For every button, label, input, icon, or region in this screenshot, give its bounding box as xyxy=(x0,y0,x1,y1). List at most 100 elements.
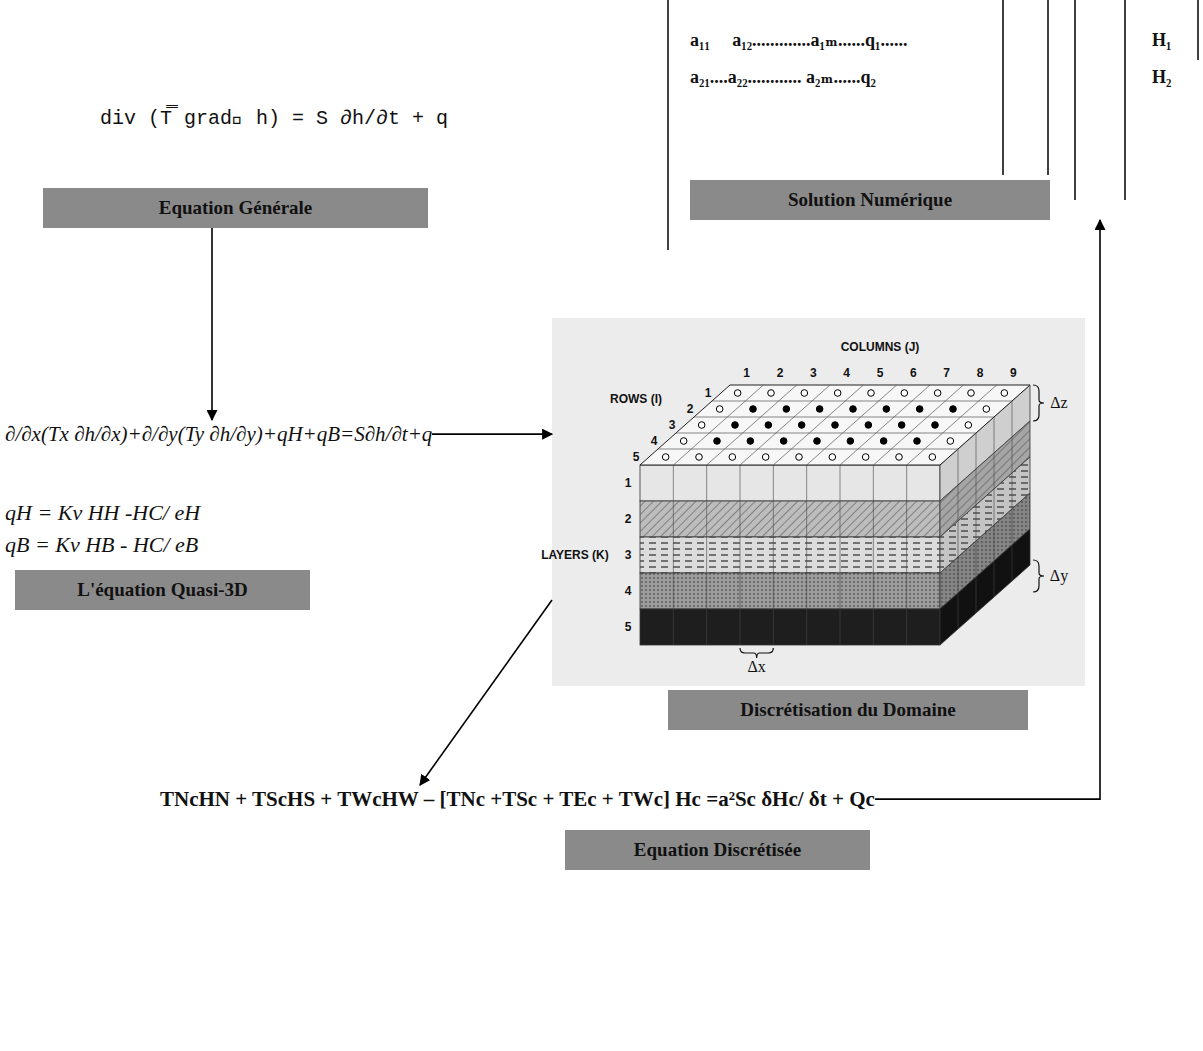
node-dot xyxy=(734,390,741,397)
node-dot xyxy=(834,390,841,397)
index-number: 3 xyxy=(810,366,817,380)
grid-line xyxy=(712,401,1012,402)
layer-texture xyxy=(640,501,940,537)
row-line xyxy=(976,433,977,613)
layer-front xyxy=(640,609,940,645)
photo-background xyxy=(552,318,1085,686)
equation-text: TNcHN + TScHS + TWcHW – [TNc +TSc + TEc … xyxy=(160,785,875,813)
index-number: 4 xyxy=(843,366,850,380)
layer-front xyxy=(640,465,940,501)
node-dot xyxy=(947,438,954,445)
node-dot xyxy=(916,406,923,413)
node-dot xyxy=(714,438,721,445)
row-line xyxy=(958,449,959,629)
node-dot xyxy=(783,406,790,413)
grid-line xyxy=(673,385,763,465)
node-dot xyxy=(729,454,736,461)
row-line xyxy=(1012,401,1013,581)
matrix-bars xyxy=(668,0,1198,250)
axis-label: Δy xyxy=(1050,566,1068,585)
node-dot xyxy=(696,454,703,461)
node-dot xyxy=(732,422,739,429)
matrix-bar xyxy=(1047,0,1049,175)
quasi-3d-equation: ∂/∂x(Tx ∂h/∂x)+∂/∂y(Ty ∂h/∂y)+qH+qB=S∂h/… xyxy=(5,420,432,610)
node-dot xyxy=(896,454,903,461)
axis-label: LAYERS (K) xyxy=(541,548,609,562)
equation-text: qB = Kv HB - HC/ eB xyxy=(5,530,198,560)
grid-line xyxy=(907,385,997,465)
equation-text: ∂/∂x(Tx ∂h/∂x)+∂/∂y(Ty ∂h/∂y)+qH+qB=S∂h/… xyxy=(5,420,432,448)
domain-discretization: Discrétisation du Domaine xyxy=(552,318,1085,730)
node-dot xyxy=(898,422,905,429)
node-dot xyxy=(750,406,757,413)
node-dot xyxy=(950,406,957,413)
matrix-bar xyxy=(667,0,669,250)
row-line xyxy=(994,417,995,597)
numerical-solution: a₁₁ a₁₂.............a₁ₘ......q₁...... a₂₁… xyxy=(690,20,1171,220)
caption-box: Solution Numérique xyxy=(690,180,1050,220)
equation-text: qH = Kv HH -HC/ eH xyxy=(5,498,200,528)
node-dot xyxy=(929,454,936,461)
grid-block-illustration xyxy=(552,318,1085,686)
matrix-bar xyxy=(1074,0,1076,200)
discretized-equation: TNcHN + TScHS + TWcHW – [TNc +TSc + TEc … xyxy=(160,785,875,870)
grid-line xyxy=(873,385,963,465)
caption-box: Equation Générale xyxy=(43,188,428,228)
node-dot xyxy=(883,406,890,413)
grid-line xyxy=(694,417,994,418)
index-number: 2 xyxy=(625,512,632,526)
index-number: 5 xyxy=(633,450,640,464)
node-dot xyxy=(983,406,990,413)
equation-text: H₁ xyxy=(1152,28,1171,52)
layer-front xyxy=(640,501,940,537)
grid-line xyxy=(840,385,930,465)
layer-side xyxy=(940,529,1030,645)
equation-text: a₁₁ a₁₂.............a₁ₘ......q₁...... xyxy=(690,28,908,52)
axis-label: ROWS (I) xyxy=(610,392,662,406)
node-dot xyxy=(832,422,839,429)
index-number: 4 xyxy=(651,434,658,448)
column-line xyxy=(673,465,674,645)
layer-front xyxy=(640,573,940,609)
node-dot xyxy=(814,438,821,445)
column-line xyxy=(773,465,774,645)
axis-label: Δz xyxy=(1050,393,1067,412)
index-number: 4 xyxy=(625,584,632,598)
node-dot xyxy=(829,454,836,461)
node-dot xyxy=(768,390,775,397)
index-number: 1 xyxy=(705,386,712,400)
top-face xyxy=(640,385,1030,465)
node-dot xyxy=(798,422,805,429)
grid-line xyxy=(773,385,863,465)
node-dot xyxy=(880,438,887,445)
dimension-brace xyxy=(1033,560,1044,592)
index-number: 6 xyxy=(910,366,917,380)
matrix-bar xyxy=(1002,0,1004,175)
node-dot xyxy=(965,422,972,429)
equation-text: div (T̿ grad⃗ h) = S ∂h/∂t + q xyxy=(100,105,448,132)
equation-text: a₂₁....a₂₂............ a₂ₘ......q₂ xyxy=(690,65,876,89)
flow-arrow xyxy=(420,600,552,785)
node-dot xyxy=(716,406,723,413)
index-number: 8 xyxy=(977,366,984,380)
matrix-bar xyxy=(1124,0,1126,200)
node-dot xyxy=(801,390,808,397)
index-number: 2 xyxy=(687,402,694,416)
grid-line xyxy=(658,449,958,450)
node-dot xyxy=(1001,390,1008,397)
node-dot xyxy=(680,438,687,445)
node-dot xyxy=(914,438,921,445)
layer-texture xyxy=(640,537,940,573)
column-line xyxy=(706,465,707,645)
node-dot xyxy=(796,454,803,461)
index-number: 5 xyxy=(877,366,884,380)
matrix-bar xyxy=(1197,0,1199,60)
node-dot xyxy=(816,406,823,413)
flow-arrow xyxy=(211,228,213,420)
axis-label: Δx xyxy=(748,657,766,676)
node-dot xyxy=(934,390,941,397)
index-number: 7 xyxy=(943,366,950,380)
grid-line xyxy=(707,385,797,465)
